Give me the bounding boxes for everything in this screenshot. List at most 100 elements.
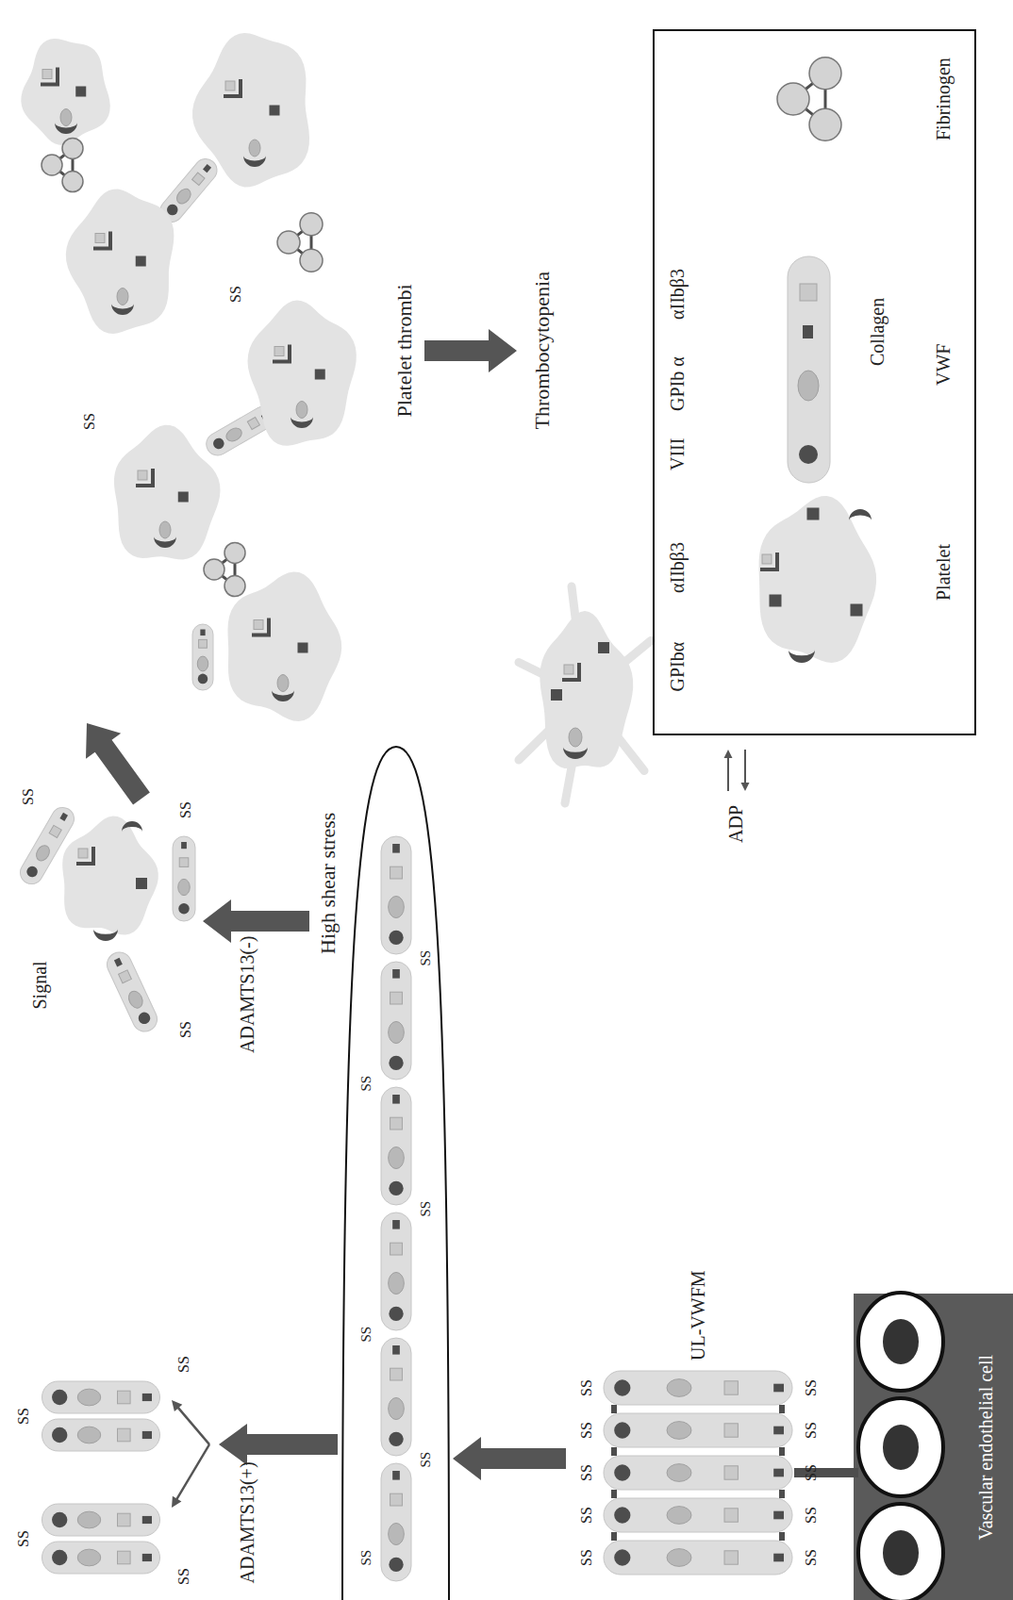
integrin-site [390, 992, 403, 1005]
integrin-site [390, 1368, 403, 1381]
gpib-site [126, 989, 146, 1012]
bracket-core [95, 233, 105, 244]
node-title: UL-VWFM [687, 1270, 710, 1362]
platelet-body [192, 33, 310, 187]
vwf-body [603, 1413, 793, 1448]
platelet-body [114, 425, 221, 561]
endothelial-cell [858, 1504, 944, 1600]
legend-text: αIIbβ3 [666, 542, 689, 594]
cleavage-arrow [218, 1424, 338, 1466]
fibrinogen-domain [299, 249, 323, 272]
integrin-site [390, 1243, 403, 1256]
disulfide-link [779, 1447, 785, 1457]
bracket-shape [251, 618, 269, 636]
annotation-label: SS [175, 1568, 193, 1586]
integrin-site [117, 1391, 132, 1405]
disulfide-link [779, 1532, 785, 1542]
collagen-site [181, 842, 187, 849]
fibrinogen-domain [62, 171, 84, 193]
gpib-site [666, 1549, 692, 1568]
gpib-site [197, 656, 208, 672]
vwf-monomer [42, 1504, 161, 1537]
vwf-monomer [603, 1413, 793, 1448]
vwf-body [603, 1498, 793, 1533]
fragment-arrow [171, 1444, 211, 1509]
fibrinogen-domain [203, 559, 225, 581]
legend-text: VWF [932, 344, 955, 386]
gpib-site [666, 1379, 692, 1398]
gpib-receptor [563, 747, 588, 760]
annotation-label: SS [417, 1201, 434, 1218]
granule-square [298, 643, 309, 654]
annotation-label: SS [802, 1464, 820, 1482]
endothelial-cell [858, 1398, 944, 1497]
fragment-arrow [171, 1400, 211, 1446]
integrin-receptor [251, 618, 269, 636]
annotation-label: SS [81, 413, 99, 431]
integrin-site [118, 970, 133, 984]
annotation-label: SS [802, 1507, 820, 1525]
collagen-site [773, 1511, 784, 1521]
crescent-shape [93, 929, 118, 942]
fibrinogen-domain [277, 231, 300, 254]
vwf-monomer [42, 1542, 161, 1575]
gpib-site [77, 1549, 100, 1567]
adp-uptake-arrow [741, 749, 750, 792]
legend-text: αIIbβ3 [666, 268, 689, 320]
annotation-label: Thrombocytopenia [530, 271, 554, 430]
factor-viii-site [178, 903, 190, 915]
disulfide-link [779, 1405, 785, 1414]
granule-square [597, 642, 610, 654]
integrin-site [192, 172, 206, 186]
vwf-body [42, 1419, 161, 1452]
bracket-shape [93, 232, 111, 250]
fibrinogen-domain [777, 83, 810, 116]
bracket-shape [760, 552, 778, 570]
platelet-body [759, 496, 878, 664]
factor-viii-site [136, 1011, 153, 1028]
factor-viii-site [388, 930, 403, 946]
vwf-body [172, 836, 196, 922]
platelet-body [228, 572, 343, 722]
gpib-site [249, 139, 261, 157]
annotation-label: SS [578, 1379, 596, 1397]
annotation-label: ADAMTS13(-) [236, 936, 259, 1054]
vwf-body [42, 1542, 161, 1575]
vwf-monomer [42, 1419, 161, 1452]
annotation-label: SS [802, 1379, 820, 1397]
gpib-site [277, 675, 289, 693]
annotation-label: SS [358, 1076, 375, 1093]
vwf-monomer [603, 1371, 793, 1406]
gpib-receptor [121, 821, 143, 832]
gpib-site [568, 728, 582, 748]
collagen-site [392, 1220, 400, 1230]
gpib-site [388, 1021, 405, 1044]
legend-box [653, 30, 976, 735]
factor-viii-site [388, 1181, 403, 1196]
cell-nucleus [882, 1319, 919, 1365]
granule-square [769, 595, 782, 608]
gpib-receptor [93, 929, 118, 942]
vwf-body [42, 1504, 161, 1537]
legend-text: Collagen [866, 298, 889, 366]
integrin-site [247, 416, 260, 430]
annotation-label: SS [15, 1408, 33, 1426]
integrin-site [724, 1424, 738, 1438]
vwf-monomer [603, 1456, 793, 1491]
bracket-core [762, 554, 772, 565]
integrin-receptor [135, 468, 153, 486]
integrin-receptor [272, 345, 290, 363]
node-title: Signal [29, 961, 51, 1010]
crescent-shape [563, 747, 588, 760]
vwf-body [192, 624, 214, 691]
annotation-label: SS [578, 1422, 596, 1440]
gpib-site [296, 401, 308, 419]
integrin-receptor [562, 663, 580, 681]
gpib-site [223, 425, 244, 444]
factor-viii-site [614, 1379, 631, 1396]
bracket-shape [562, 663, 580, 681]
platelet-body [62, 816, 159, 936]
integrin-receptor [40, 67, 58, 85]
integrin-site [199, 639, 208, 648]
shear-envelope [342, 747, 449, 1600]
